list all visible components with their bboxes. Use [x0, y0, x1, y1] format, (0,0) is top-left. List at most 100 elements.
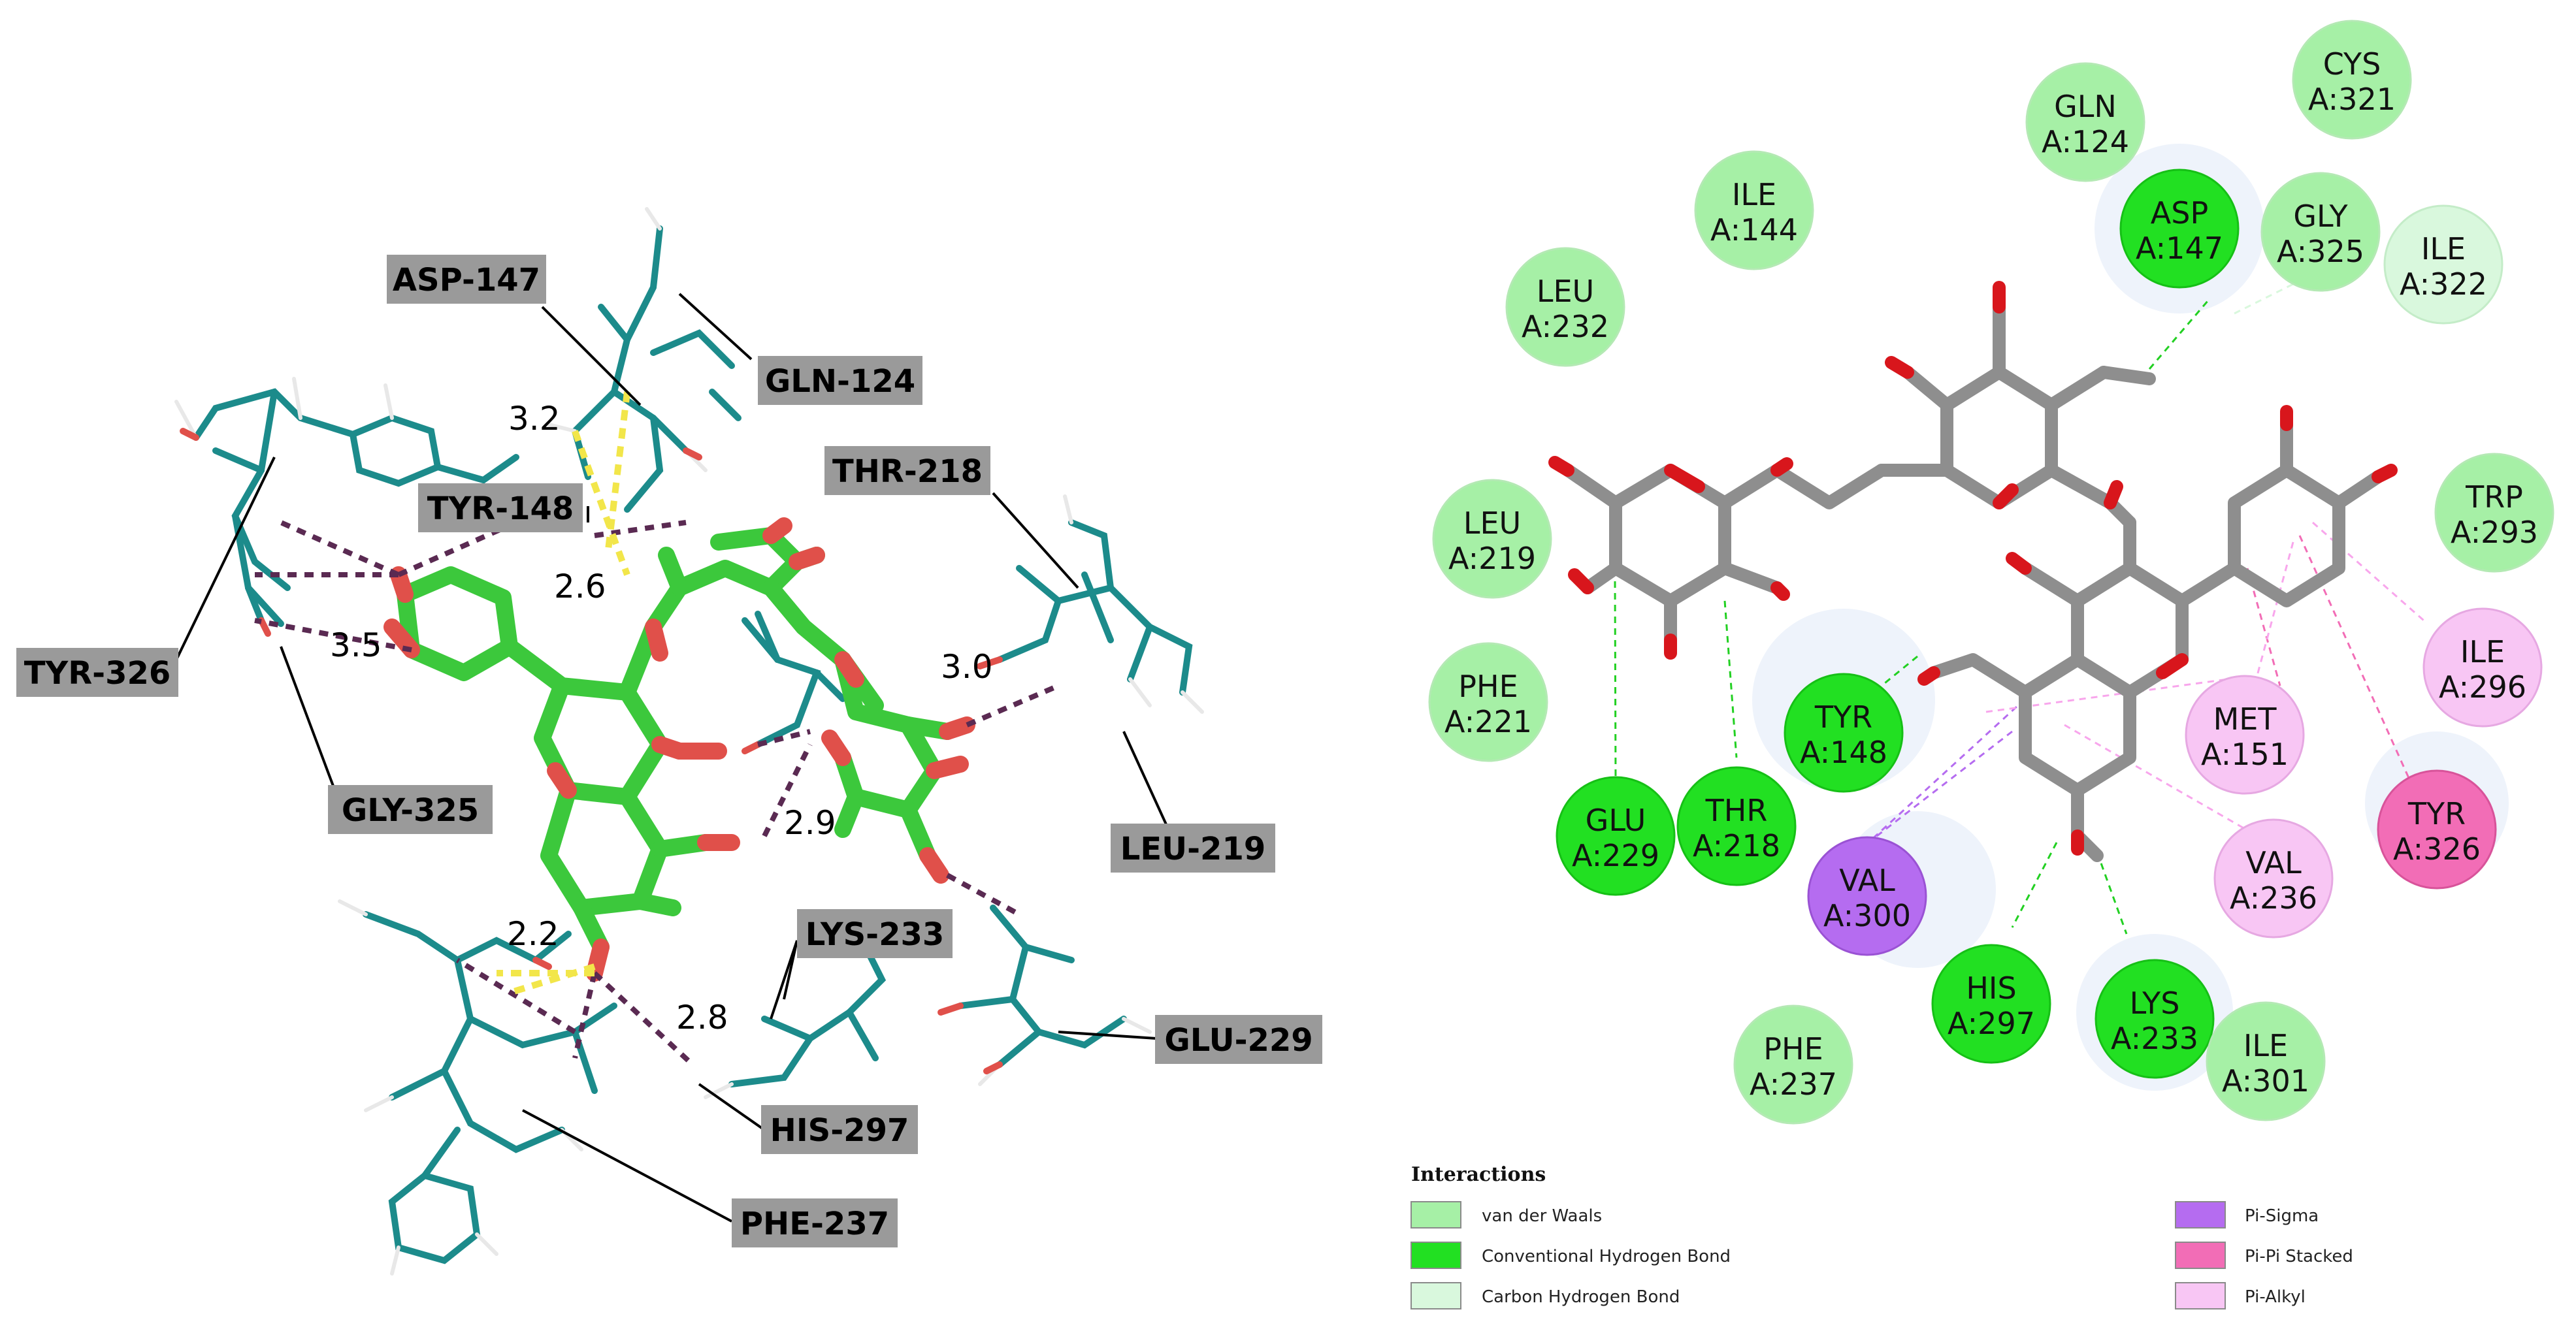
docking-pose-3d: 3.2 2.6 3.5 3.0 2.9 2.2 2.8 ASP-147 GLN-…: [16, 207, 1322, 1276]
residue-name: ILE: [2460, 634, 2505, 669]
residue-number: A:325: [2277, 234, 2364, 269]
residue-name: TYR: [2407, 796, 2466, 831]
residue-number: A:148: [1800, 735, 1887, 770]
residue-name: CYS: [2323, 46, 2381, 82]
label-leu-219: LEU-219: [1111, 824, 1275, 873]
label-glu-229: GLU-229: [1155, 1015, 1322, 1064]
residue-name: VAL: [2245, 845, 2302, 880]
hydrogen-sticks: [174, 207, 1204, 1276]
residue-name: ILE: [2243, 1028, 2288, 1063]
label-tyr-326: TYR-326: [16, 648, 178, 697]
residue-number: A:297: [1948, 1006, 2035, 1041]
residue-number: A:229: [1572, 838, 1659, 873]
residue-name: ILE: [1732, 177, 1776, 212]
ligand-oxygen-atoms: [383, 517, 975, 982]
residue-number: A:301: [2222, 1063, 2309, 1099]
residue-number: A:124: [2042, 124, 2129, 159]
residue-name: TYR: [1814, 699, 1872, 735]
distance-labels: 3.2 2.6 3.5 3.0 2.9 2.2 2.8: [330, 400, 993, 1036]
residue-labels-3d: ASP-147 GLN-124 TYR-148 THR-218 TYR-326 …: [16, 255, 1322, 1247]
label-asp-147: ASP-147: [387, 255, 546, 304]
residue-number: A:296: [2439, 669, 2526, 705]
distance-dashes-yellow: [497, 391, 630, 996]
residue-name: VAL: [1839, 863, 1895, 898]
legend-swatch: [2175, 1282, 2226, 1309]
distance-label: 2.6: [554, 568, 606, 605]
residue-number: A:300: [1823, 898, 1911, 933]
residue-name: THR: [1705, 793, 1768, 828]
legend-swatch: [1410, 1201, 1461, 1229]
legend-label: Pi-Sigma: [2245, 1206, 2319, 1226]
residue-number: A:147: [2136, 231, 2223, 266]
residue-name: MET: [2213, 701, 2277, 737]
legend-swatch: [2175, 1242, 2226, 1269]
residue-number: A:232: [1522, 309, 1609, 344]
label-callout-lines: [175, 293, 1177, 1223]
legend-label: van der Waals: [1482, 1206, 1602, 1226]
svg-text:ASP-147: ASP-147: [393, 262, 540, 298]
residue-name: GLY: [2293, 199, 2348, 234]
residue-number: A:151: [2201, 737, 2289, 772]
residue-name: LYS: [2130, 986, 2180, 1021]
distance-label: 3.5: [330, 626, 382, 664]
distance-label: 2.2: [507, 915, 559, 953]
legend-swatch: [2175, 1201, 2226, 1229]
legend-title: Interactions: [1411, 1163, 1546, 1186]
distance-label: 3.2: [508, 400, 561, 438]
svg-text:HIS-297: HIS-297: [770, 1112, 909, 1149]
residue-number: A:293: [2451, 515, 2538, 550]
label-tyr-148: TYR-148: [418, 483, 583, 532]
residue-number: A:322: [2400, 266, 2487, 302]
residue-number: A:218: [1693, 828, 1780, 863]
protein-residue-sticks: [193, 225, 1193, 1264]
distance-label: 3.0: [941, 648, 993, 686]
residue-number: A:236: [2230, 880, 2317, 916]
svg-text:GLU-229: GLU-229: [1164, 1022, 1312, 1059]
residue-number: A:144: [1710, 212, 1798, 248]
residue-name: LEU: [1463, 506, 1521, 541]
residue-name: LEU: [1537, 274, 1594, 309]
distance-label: 2.9: [784, 804, 836, 842]
svg-text:GLN-124: GLN-124: [765, 363, 915, 400]
ligand-2d-oxygen: [1548, 281, 2398, 856]
legend-label: Pi-Pi Stacked: [2245, 1247, 2353, 1266]
legend-label: Carbon Hydrogen Bond: [1482, 1287, 1680, 1307]
protein-oxygen-atoms: [180, 428, 1003, 1074]
residue-name: HIS: [1966, 971, 2016, 1006]
label-lys-233: LYS-233: [797, 909, 953, 958]
distance-label: 2.8: [676, 999, 728, 1036]
label-gln-124: GLN-124: [758, 356, 922, 405]
legend-swatch: [1410, 1242, 1461, 1269]
residue-number: A:326: [2393, 831, 2481, 867]
residue-number: A:237: [1750, 1067, 1837, 1102]
svg-text:PHE-237: PHE-237: [740, 1206, 889, 1242]
residue-name: GLN: [2054, 89, 2117, 124]
residue-name: GLU: [1586, 803, 1646, 838]
svg-text:THR-218: THR-218: [832, 453, 983, 490]
svg-text:LYS-233: LYS-233: [806, 916, 945, 953]
residue-number: A:219: [1448, 541, 1536, 576]
residue-number: A:233: [2111, 1021, 2198, 1056]
interactions-legend: Interactions van der Waals Conventional …: [1410, 1163, 2353, 1309]
